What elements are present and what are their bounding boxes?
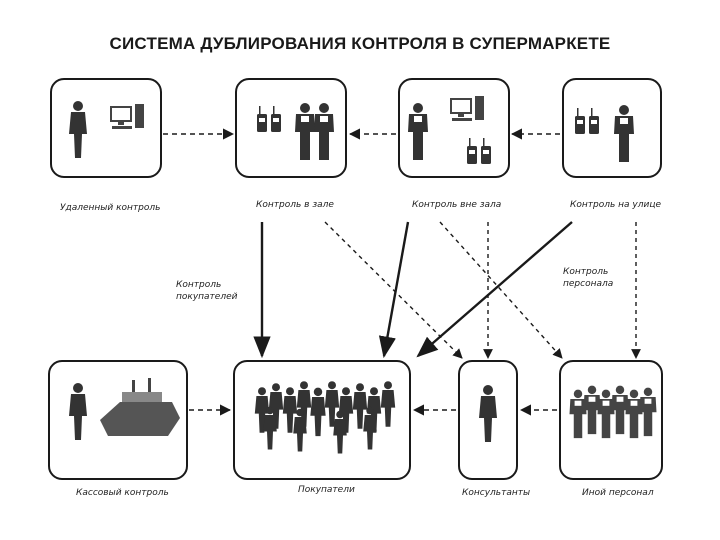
diagram-title: СИСТЕМА ДУБЛИРОВАНИЯ КОНТРОЛЯ В СУПЕРМАР…	[109, 34, 611, 53]
person-icon	[69, 101, 87, 158]
edge-street-buyers	[416, 221, 573, 358]
consultant-icon	[479, 385, 497, 442]
workers-icon	[569, 385, 657, 439]
node-outside	[398, 78, 510, 178]
label-zone: Контроль в зале	[256, 200, 334, 210]
computer-icon	[110, 104, 144, 129]
label-remote: Удаленный контроль	[60, 203, 161, 213]
label-buyer-control: Контроль покупателей	[176, 280, 238, 302]
edge-outside-staff	[439, 221, 563, 359]
edge-outside-buyers	[378, 221, 410, 359]
guard-icon	[314, 103, 334, 160]
label-buyers: Покупатели	[298, 485, 355, 495]
guard-icon	[614, 105, 634, 162]
computer-icon	[450, 96, 484, 121]
label-consultants: Консультанты	[462, 488, 531, 498]
label-street: Контроль на улице	[570, 200, 662, 210]
cash-register-icon	[100, 378, 180, 436]
label-staff-control: Контроль персонала	[563, 267, 614, 289]
cashier-icon	[69, 383, 87, 440]
guard-icon	[295, 103, 315, 160]
label-cashier: Кассовый контроль	[76, 488, 169, 498]
label-outside: Контроль вне зала	[412, 200, 502, 210]
radio-icon	[257, 106, 281, 132]
radio-icon	[575, 108, 599, 134]
label-staff: Иной персонал	[582, 488, 654, 498]
radio-icon	[467, 138, 491, 164]
crowd-icon	[254, 381, 396, 454]
edge-zone-consultants	[324, 221, 463, 359]
guard-icon	[408, 103, 428, 160]
